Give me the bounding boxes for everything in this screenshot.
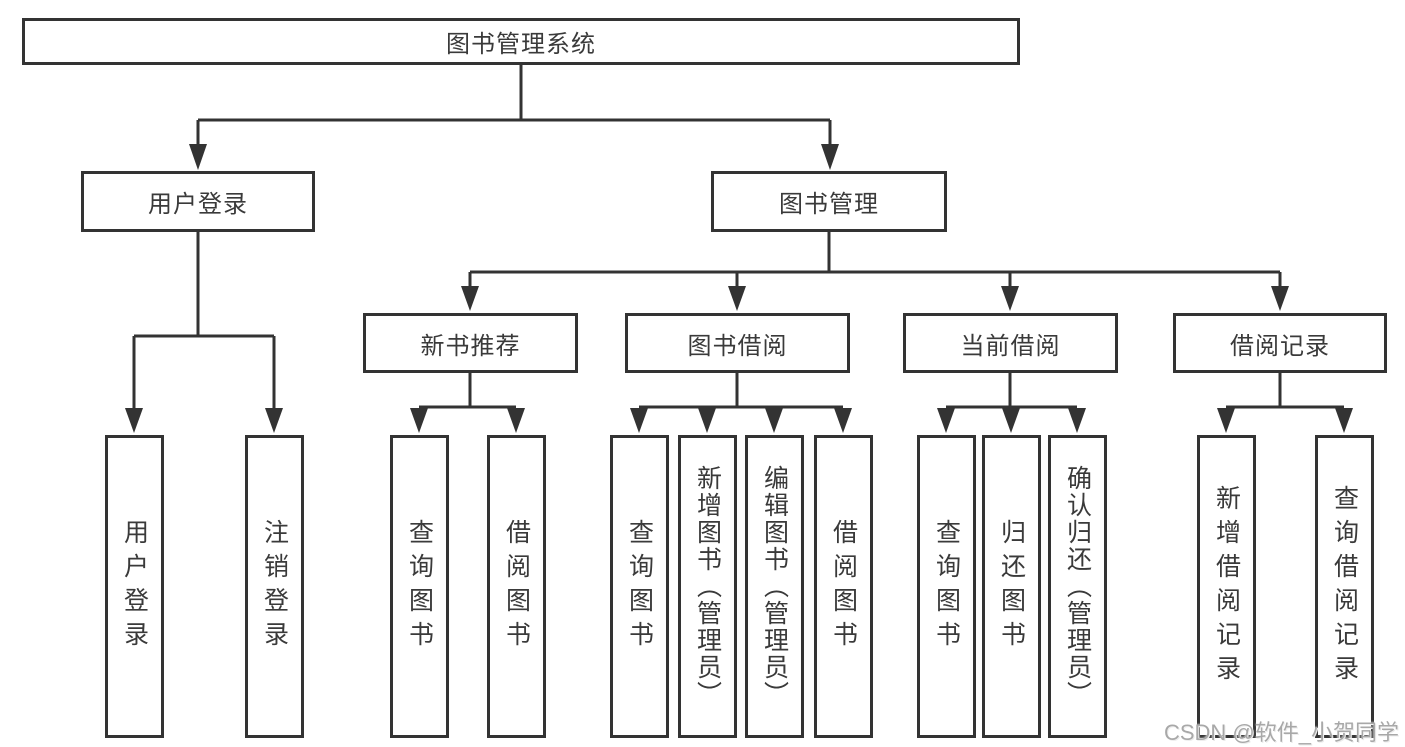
arrowhead [507, 408, 525, 433]
connector-borrowrec-to-leaves [1217, 373, 1353, 433]
connector-bookmgmt-to-level3 [461, 232, 1289, 311]
leaf-add-books-admin: 新增图书（管理员） [678, 435, 737, 738]
leaf-confirm-return-admin: 确认归还（管理员） [1048, 435, 1107, 738]
leaf-query-books: 查询图书 [390, 435, 449, 738]
arrowhead [1001, 286, 1019, 311]
leaf-logout: 注销登录 [245, 435, 304, 738]
arrowhead [834, 408, 852, 433]
arrowhead [1002, 408, 1020, 433]
node-user-login: 用户登录 [81, 171, 315, 232]
arrowhead [698, 408, 716, 433]
arrowhead [1068, 408, 1086, 433]
arrowhead [1271, 286, 1289, 311]
connector-root-to-level2 [189, 65, 839, 170]
arrowhead [125, 408, 143, 433]
node-book-management: 图书管理 [711, 171, 947, 232]
arrowhead [461, 286, 479, 311]
node-library-management-system: 图书管理系统 [22, 18, 1020, 65]
arrowhead [1217, 408, 1235, 433]
arrowhead [728, 286, 746, 311]
leaf-query-books: 查询图书 [610, 435, 669, 738]
arrowhead [765, 408, 783, 433]
arrowhead [265, 408, 283, 433]
leaf-query-books: 查询图书 [917, 435, 976, 738]
arrowhead [1335, 408, 1353, 433]
arrowhead [630, 408, 648, 433]
leaf-edit-books-admin: 编辑图书（管理员） [745, 435, 804, 738]
leaf-query-borrow-record: 查询借阅记录 [1315, 435, 1374, 738]
leaf-borrow-books: 借阅图书 [487, 435, 546, 738]
leaf-borrow-books: 借阅图书 [814, 435, 873, 738]
connector-userlogin-to-leaves [125, 232, 283, 433]
arrowhead [937, 408, 955, 433]
arrowhead [410, 408, 428, 433]
arrowhead [189, 144, 207, 170]
node-current-borrowing: 当前借阅 [903, 313, 1118, 373]
node-new-book-recommendation: 新书推荐 [363, 313, 578, 373]
leaf-user-login: 用户登录 [105, 435, 164, 738]
connector-curborrow-to-leaves [937, 373, 1086, 433]
arrowhead [821, 144, 839, 170]
node-borrowing-records: 借阅记录 [1173, 313, 1387, 373]
connector-newrec-to-leaves [410, 373, 525, 433]
leaf-return-books: 归还图书 [982, 435, 1041, 738]
connector-bookborrow-to-leaves [630, 373, 852, 433]
leaf-add-borrow-record: 新增借阅记录 [1197, 435, 1256, 738]
node-book-borrowing: 图书借阅 [625, 313, 850, 373]
csdn-watermark: CSDN @软件_小贺同学 [1163, 720, 1399, 745]
